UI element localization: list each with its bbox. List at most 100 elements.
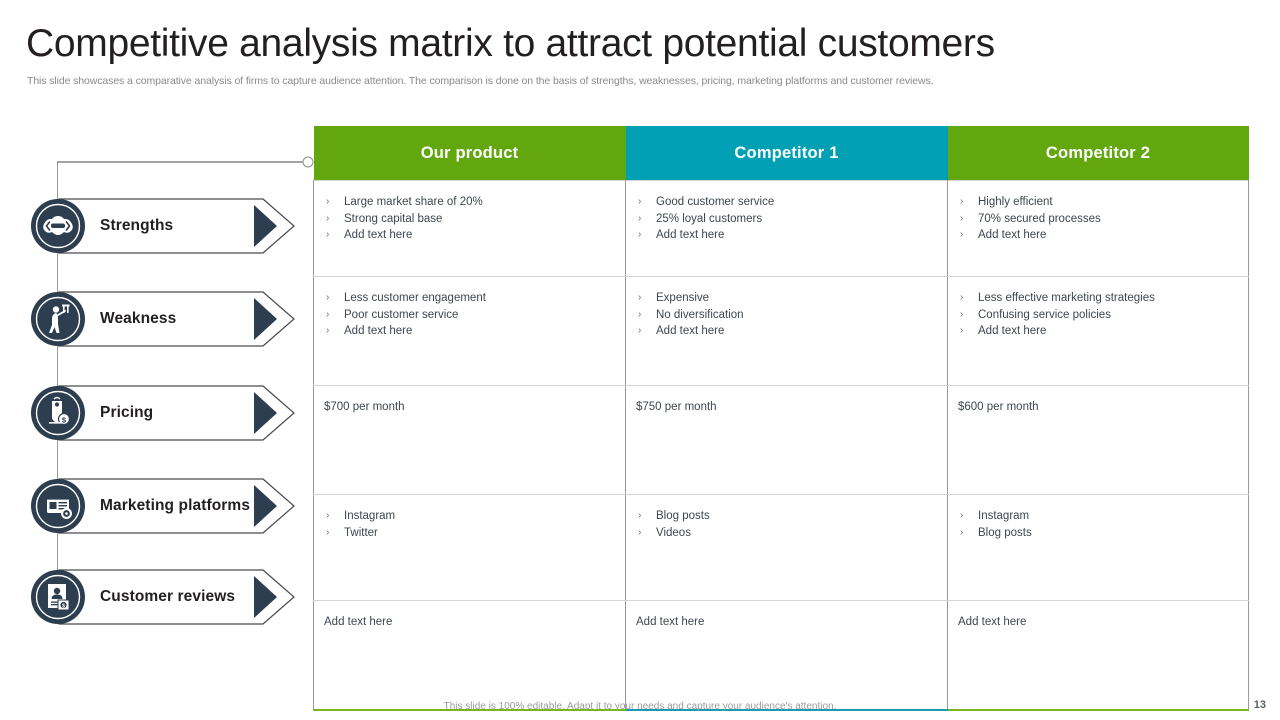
list-item-label: Confusing service policies: [978, 308, 1111, 321]
list-item: ›Less effective marketing strategies: [958, 290, 1248, 307]
page-number: 13: [1253, 699, 1266, 711]
list-item: ›Confusing service policies: [958, 307, 1248, 324]
cell-bullet-list: ›Less effective marketing strategies›Con…: [958, 290, 1248, 340]
list-item: › Instagram: [958, 508, 1248, 525]
chevron-right-icon: ›: [326, 196, 330, 207]
list-item-label: Twitter: [344, 526, 378, 539]
cell-text: $600 per month: [958, 401, 1039, 413]
chevron-right-icon: ›: [960, 212, 964, 224]
table-row-marketing-platforms: ›Instagram›Twitter›Blog posts›Videos›Ins…: [313, 494, 1249, 601]
sidebar-item-label: Weakness: [100, 310, 177, 327]
sidebar-item-label: Strengths: [100, 217, 174, 234]
table-header-row: Our product Competitor 1 Competitor 2: [313, 126, 1249, 181]
sidebar-item-pricing[interactable]: Pricing $: [30, 385, 295, 441]
cell-text: $700 per month: [324, 401, 405, 413]
cell-customer-reviews-col2[interactable]: Add text here: [625, 600, 948, 711]
cell-bullet-list: ›Large market share of 20%›Strong capita…: [324, 194, 625, 244]
slide-subtitle: This slide showcases a comparative analy…: [27, 75, 934, 87]
cell-bullet-list: › Blog posts › Videos: [636, 508, 947, 541]
cell-marketing-platforms-col3[interactable]: › Instagram › Blog posts: [947, 494, 1249, 601]
sidebar-item-customer-reviews[interactable]: Customer reviews $: [30, 569, 295, 625]
list-item: › Twitter: [324, 525, 625, 542]
table-row-weakness: ›Less customer engagement›Poor customer …: [313, 276, 1249, 386]
list-item-label: Blog posts: [978, 526, 1032, 539]
list-item: › Blog posts: [636, 508, 947, 525]
list-item-label: Videos: [656, 526, 691, 539]
cell-pricing-col3[interactable]: $600 per month: [947, 385, 1249, 495]
list-item-label: Highly efficient: [978, 196, 1053, 208]
cell-weakness-col2[interactable]: ›Expensive› No diversification ›Add text h…: [625, 276, 948, 386]
chevron-right-icon: ›: [960, 510, 964, 521]
sidebar-item-label: Customer reviews: [100, 588, 236, 605]
cell-customer-reviews-col1[interactable]: Add text here: [313, 600, 626, 711]
arrow-shape: [58, 385, 295, 441]
cell-bullet-list: › Instagram › Blog posts: [958, 508, 1248, 541]
cell-marketing-platforms-col2[interactable]: › Blog posts › Videos: [625, 494, 948, 601]
competitive-analysis-table: Our product Competitor 1 Competitor 2 ›L…: [313, 126, 1249, 711]
cell-strengths-col2[interactable]: ›Good customer service›25% loyal custome…: [625, 180, 948, 277]
svg-text:$: $: [62, 603, 65, 609]
list-item: ›Add text here: [958, 227, 1248, 244]
list-item-label: Add text here: [344, 325, 413, 338]
footer-note: This slide is 100% editable. Adapt it to…: [443, 701, 837, 712]
sidebar-item-weakness[interactable]: Weakness: [30, 291, 295, 347]
chevron-right-icon: ›: [326, 325, 330, 337]
list-item: › Add text here: [324, 227, 625, 244]
chevron-right-icon: ›: [326, 510, 330, 521]
cell-bullet-list: ›Highly efficient›70% secured processes›…: [958, 194, 1248, 244]
list-item: › No diversification: [636, 307, 947, 324]
column-header-our-product[interactable]: Our product: [313, 126, 626, 181]
price-tag-icon: $: [31, 386, 85, 440]
sidebar-item-marketing-platforms[interactable]: Marketing platforms: [30, 478, 295, 534]
chevron-right-icon: ›: [638, 196, 642, 207]
cell-weakness-col1[interactable]: ›Less customer engagement›Poor customer …: [313, 276, 626, 386]
list-item-label: Add text here: [344, 229, 413, 242]
table-body: ›Large market share of 20%›Strong capita…: [313, 180, 1249, 711]
cell-pricing-col2[interactable]: $750 per month: [625, 385, 948, 495]
list-item: ›Add text here: [636, 323, 947, 340]
chevron-right-icon: ›: [326, 212, 330, 224]
chevron-right-icon: ›: [638, 526, 642, 538]
chevron-right-icon: ›: [960, 229, 964, 241]
cell-bullet-list: ›Good customer service›25% loyal custome…: [636, 194, 947, 244]
list-item-label: 25% loyal customers: [656, 212, 763, 225]
cell-strengths-col3[interactable]: ›Highly efficient›70% secured processes›…: [947, 180, 1249, 277]
list-item-label: Expensive: [656, 292, 710, 304]
list-item: ›Instagram: [324, 508, 625, 525]
cell-pricing-col1[interactable]: $700 per month: [313, 385, 626, 495]
cell-bullet-list: ›Expensive› No diversification ›Add text h…: [636, 290, 947, 340]
list-item-label: 70% secured processes: [978, 212, 1101, 225]
list-item: ›Add text here: [958, 323, 1248, 340]
chevron-right-icon: ›: [638, 308, 642, 320]
chevron-right-icon: ›: [960, 325, 964, 337]
chevron-right-icon: ›: [638, 212, 642, 224]
chevron-right-icon: ›: [638, 229, 642, 241]
list-item: › Highly efficient: [958, 194, 1248, 211]
arrow-shape: [58, 291, 295, 347]
chevron-right-icon: ›: [638, 510, 642, 521]
arrow-shape: [58, 569, 295, 625]
column-header-competitor-1[interactable]: Competitor 1: [625, 126, 948, 181]
chevron-right-icon: ›: [960, 526, 964, 538]
chevron-right-icon: ›: [326, 229, 330, 241]
cell-text: Add text here: [958, 616, 1027, 628]
list-item: ›Expensive: [636, 290, 947, 307]
cell-customer-reviews-col3[interactable]: Add text here: [947, 600, 1249, 711]
chevron-right-icon: ›: [326, 526, 330, 538]
list-item: ›Poor customer service: [324, 307, 625, 324]
sidebar-item-strengths[interactable]: Strengths: [30, 198, 295, 254]
cell-weakness-col3[interactable]: ›Less effective marketing strategies›Con…: [947, 276, 1249, 386]
cell-marketing-platforms-col1[interactable]: ›Instagram› Twitter: [313, 494, 626, 601]
list-item-label: Instagram: [978, 510, 1030, 522]
list-item: › Blog posts: [958, 525, 1248, 542]
cell-strengths-col1[interactable]: ›Large market share of 20%›Strong capita…: [313, 180, 626, 277]
column-header-competitor-2[interactable]: Competitor 2: [947, 126, 1249, 181]
sidebar-item-label: Marketing platforms: [100, 497, 251, 514]
list-item-label: Blog posts: [656, 510, 710, 522]
chevron-right-icon: ›: [960, 196, 964, 207]
list-item-label: No diversification: [656, 308, 744, 321]
marketing-dashboard-icon: [31, 479, 85, 533]
list-item-label: Add text here: [656, 229, 725, 242]
customer-review-document-icon: $: [31, 570, 85, 624]
